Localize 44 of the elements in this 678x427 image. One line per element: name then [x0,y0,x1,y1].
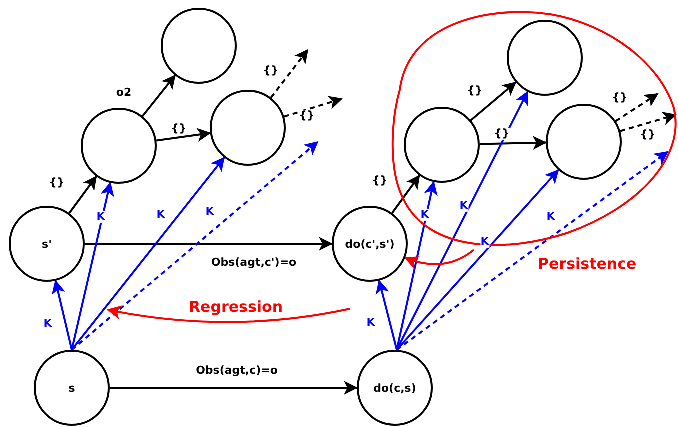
edge-label: {} [640,128,656,142]
arrow [392,174,420,214]
dashed-arrow [396,151,669,351]
arrow [71,157,226,351]
arrow [107,306,350,324]
edge-label: {} [263,64,279,78]
state-circle [507,20,583,96]
arrow [396,181,438,350]
edge-label: K [480,236,490,248]
dashed-arrow [620,112,677,132]
state-label: s [68,382,76,394]
dashed-arrow [270,49,309,98]
arrow [376,280,398,350]
edge-label: Regression [189,298,283,316]
arrow [142,74,176,117]
edge-label: {} [299,110,315,122]
arrow [68,176,98,214]
edge-label: {} [171,122,187,136]
edge-label: Obs(agt,c')=o [211,256,297,270]
edge-label: {} [494,128,510,140]
arrow [85,237,333,251]
region-caption: Persistence [538,255,637,273]
arrow [470,82,517,122]
arrow [404,249,475,270]
edge-label: K [96,210,106,224]
arrow [110,381,358,395]
edge-label: {} [612,92,628,104]
edge-label: K [460,200,468,212]
arrow [71,182,114,350]
dashed-arrow [615,93,659,122]
edge-label: Obs(agt,c)=o [196,364,278,378]
dashed-arrow [71,141,319,351]
arrow [156,128,212,142]
edge-label: {} [49,176,65,190]
arrow [52,280,73,350]
state-label: do(c',s') [345,238,395,250]
state-label: s' [42,238,52,250]
edge-label: {} [372,174,388,188]
dashed-arrow [284,96,343,118]
state-label: do(c,s) [374,382,416,394]
arrow [480,136,547,150]
edge-label: {} [467,84,483,98]
edge-label: o2 [116,86,132,100]
edge-label: K [420,208,430,222]
